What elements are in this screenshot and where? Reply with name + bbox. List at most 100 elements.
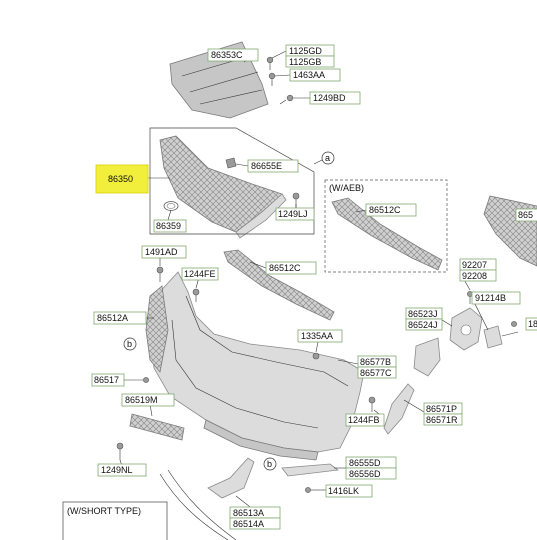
label-86577C[interactable]: 86577C <box>357 366 397 379</box>
label-92207[interactable]: 92207 <box>459 258 497 271</box>
label-86512C-aeb[interactable]: 86512C <box>365 203 417 217</box>
svg-text:b: b <box>267 459 272 469</box>
bolt-right-edge <box>511 321 517 327</box>
label-86513A[interactable]: 86513A <box>229 506 281 519</box>
svg-text:86513A: 86513A <box>233 508 264 518</box>
label-86555D[interactable]: 86555D <box>345 456 397 469</box>
svg-text:b: b <box>127 339 132 349</box>
label-86359[interactable]: 86359 <box>153 219 187 233</box>
nut-1335AA <box>312 352 320 360</box>
bolt-1463AA <box>268 72 276 86</box>
label-1249BD[interactable]: 1249BD <box>309 91 361 105</box>
label-1491AD[interactable]: 1491AD <box>141 245 187 259</box>
screw-1249NL <box>116 442 124 460</box>
label-86577B[interactable]: 86577B <box>357 355 397 368</box>
short-type-molding <box>159 473 229 540</box>
svg-text:865: 865 <box>518 210 533 220</box>
label-1335AA[interactable]: 1335AA <box>297 329 343 343</box>
svg-text:86577B: 86577B <box>360 357 391 367</box>
aeb-strip-part <box>331 197 443 271</box>
label-86523J[interactable]: 86523J <box>405 307 443 320</box>
label-86524J[interactable]: 86524J <box>405 318 443 331</box>
svg-text:86353C: 86353C <box>211 50 243 60</box>
bolt-1244FB <box>368 396 376 412</box>
svg-text:1249LJ: 1249LJ <box>278 209 308 219</box>
svg-text:1335AA: 1335AA <box>301 331 333 341</box>
svg-text:86512C: 86512C <box>369 205 401 215</box>
label-1249NL[interactable]: 1249NL <box>97 463 147 477</box>
short-type-group-frame <box>62 501 168 540</box>
side-bracket-part <box>145 285 169 373</box>
svg-text:1244FE: 1244FE <box>184 269 216 279</box>
short-type-molding-2 <box>167 469 237 540</box>
bolt-1244FE <box>192 288 200 302</box>
right-side-part <box>483 195 537 267</box>
clip-86655E-part <box>225 157 237 169</box>
svg-text:1416LK: 1416LK <box>328 486 359 496</box>
label-1125GD[interactable]: 1125GD <box>285 44 335 57</box>
lower-strip-part <box>129 413 185 441</box>
aeb-group-frame <box>324 179 448 273</box>
label-91214B[interactable]: 91214B <box>471 291 521 305</box>
svg-text:86523J: 86523J <box>408 309 438 319</box>
label-1244FE[interactable]: 1244FE <box>181 267 219 281</box>
mid-strip-part <box>223 249 335 321</box>
label-1249LJ[interactable]: 1249LJ <box>275 207 315 221</box>
svg-text:86555D: 86555D <box>349 458 381 468</box>
svg-text:18: 18 <box>528 319 537 329</box>
label-86514A[interactable]: 86514A <box>229 517 281 530</box>
screw-1249LJ <box>292 192 300 208</box>
grille-group-frame <box>149 127 315 235</box>
bolt-1491AD <box>156 266 164 282</box>
svg-text:1249NL: 1249NL <box>101 465 133 475</box>
bolt-1249BD <box>279 94 294 105</box>
svg-text:86350: 86350 <box>108 174 133 184</box>
short-type-group-title: (W/SHORT TYPE) <box>67 506 141 516</box>
connector-part <box>483 325 503 349</box>
callout-b-left[interactable]: b <box>123 337 137 351</box>
label-1463AA[interactable]: 1463AA <box>289 68 341 82</box>
label-92208[interactable]: 92208 <box>459 269 497 282</box>
bolt-1125GD <box>266 56 274 70</box>
label-86556D[interactable]: 86556D <box>345 467 397 480</box>
svg-text:86556D: 86556D <box>349 469 381 479</box>
label-86571P[interactable]: 86571P <box>423 402 463 415</box>
svg-text:86512A: 86512A <box>97 313 128 323</box>
svg-text:86359: 86359 <box>156 221 181 231</box>
label-86350[interactable]: 86350 <box>95 164 149 194</box>
bumper-inner-edge <box>171 295 349 429</box>
svg-text:92208: 92208 <box>462 271 487 281</box>
side-reflector-part <box>383 383 415 435</box>
svg-text:86655E: 86655E <box>251 161 282 171</box>
svg-text:86577C: 86577C <box>360 368 392 378</box>
label-86512A[interactable]: 86512A <box>93 311 147 325</box>
label-86517[interactable]: 86517 <box>91 373 125 387</box>
lower-molding-part <box>281 463 340 477</box>
svg-text:1249BD: 1249BD <box>313 93 346 103</box>
label-86571R[interactable]: 86571R <box>423 413 463 426</box>
label-1416LK[interactable]: 1416LK <box>325 484 373 498</box>
label-18-cut[interactable]: 18 <box>525 317 537 331</box>
fog-bezel-part <box>413 337 441 377</box>
label-865-cut[interactable]: 865 <box>515 208 537 222</box>
callout-a[interactable]: a <box>321 151 335 165</box>
label-1125GB[interactable]: 1125GB <box>285 55 335 68</box>
svg-text:92207: 92207 <box>462 260 487 270</box>
emblem-inner <box>166 203 176 209</box>
label-86519M[interactable]: 86519M <box>121 393 175 407</box>
label-86353C[interactable]: 86353C <box>207 48 259 62</box>
svg-text:91214B: 91214B <box>475 293 506 303</box>
label-1244FB[interactable]: 1244FB <box>345 413 385 427</box>
svg-text:86519M: 86519M <box>125 395 158 405</box>
svg-text:1244FB: 1244FB <box>348 415 380 425</box>
grille-lower-lip <box>235 193 287 239</box>
svg-text:86512C: 86512C <box>269 263 301 273</box>
label-86512C[interactable]: 86512C <box>265 261 317 275</box>
svg-text:86524J: 86524J <box>408 320 438 330</box>
svg-text:1125GB: 1125GB <box>289 57 321 67</box>
label-86655E[interactable]: 86655E <box>247 159 299 173</box>
clip-86517 <box>143 377 149 383</box>
callout-b-bottom[interactable]: b <box>263 457 277 471</box>
svg-text:86571R: 86571R <box>426 415 458 425</box>
fog-bracket-hole <box>460 324 472 336</box>
